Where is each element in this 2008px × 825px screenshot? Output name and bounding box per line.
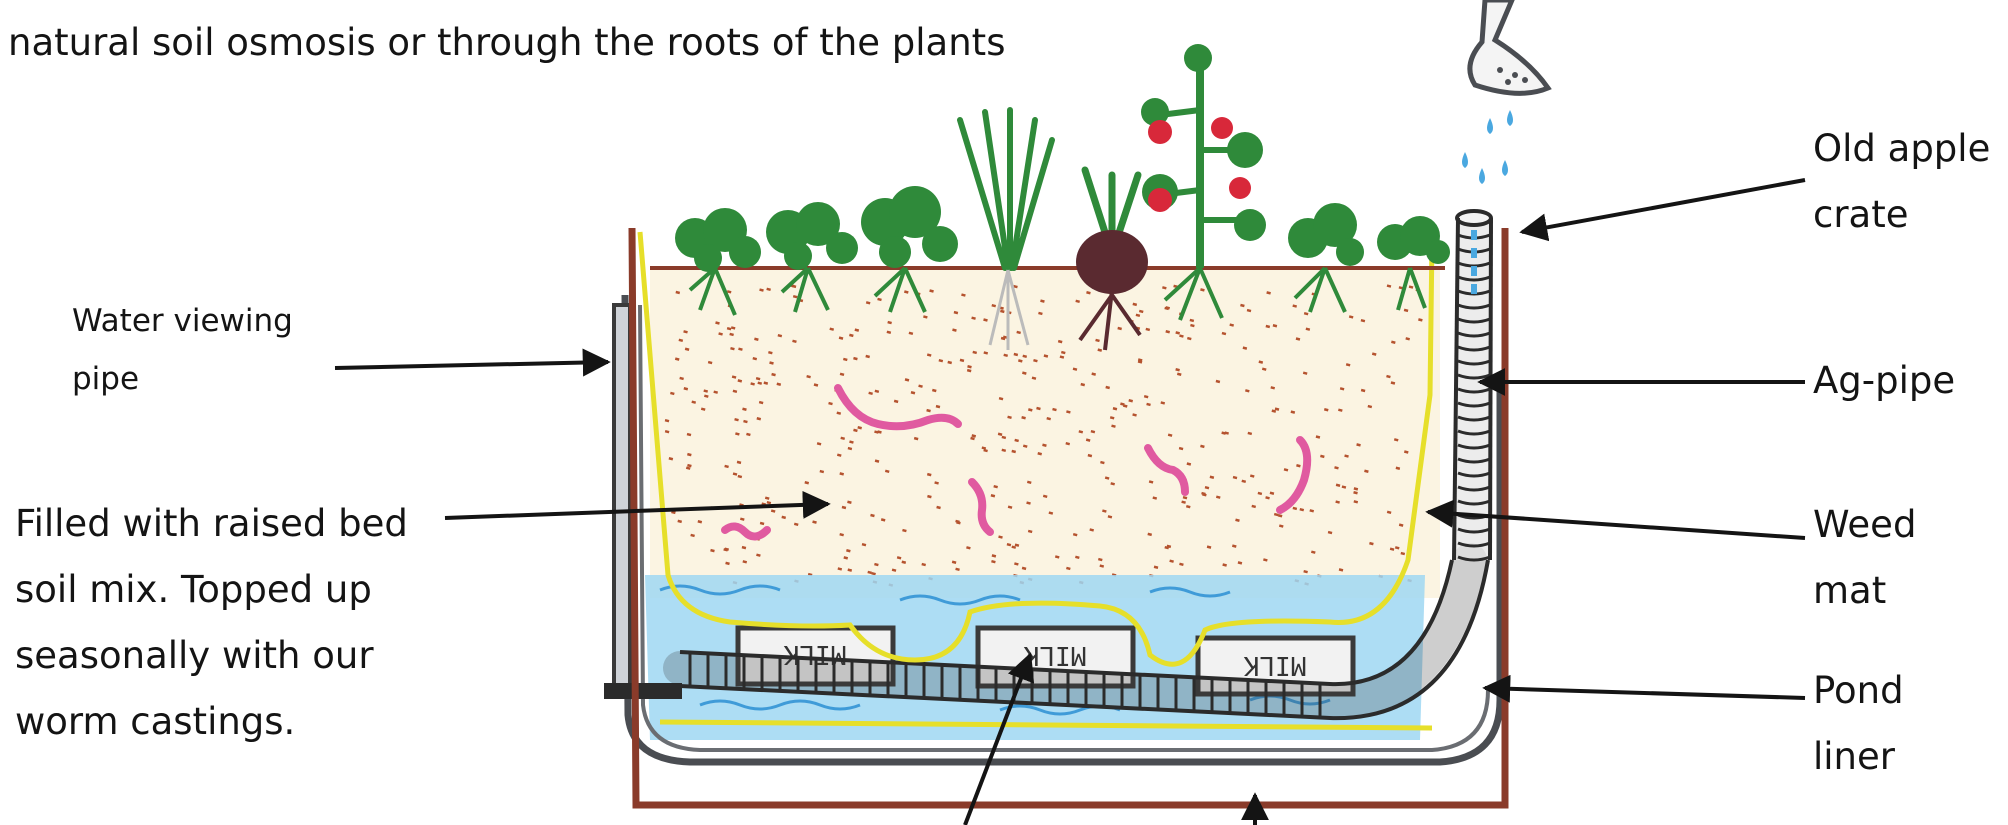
tomato [1229, 177, 1251, 199]
watering-can-icon [1470, 0, 1548, 93]
arrow-old-apple-crate [1522, 180, 1805, 232]
label-old-apple-crate-line1: Old apple [1813, 116, 1990, 182]
caption-top: natural soil osmosis or through the root… [8, 10, 1005, 76]
milk-crate-label: MILK [1243, 650, 1306, 680]
label-pond-liner-line1: Pond [1813, 658, 1904, 724]
label-ag-pipe: Ag-pipe [1813, 348, 1955, 414]
label-water-viewing-pipe-line1: Water viewing [72, 292, 293, 350]
label-soil-mix-line2: soil mix. Topped up [15, 557, 372, 623]
milk-crate-label: MILK [1023, 640, 1086, 670]
label-old-apple-crate-line2: crate [1813, 182, 1909, 248]
label-soil-mix-line3: seasonally with our [15, 623, 374, 689]
arrow-pond-liner [1485, 688, 1805, 698]
label-soil-mix-line4: worm castings. [15, 689, 295, 755]
label-weed-mat-line2: mat [1813, 558, 1886, 624]
soil-fill [650, 268, 1440, 598]
ag-pipe-vertical [1454, 211, 1491, 560]
label-weed-mat-line1: Weed [1813, 492, 1916, 558]
arrow-water-viewing-pipe [335, 362, 608, 368]
label-pond-liner-line2: liner [1813, 724, 1895, 790]
label-soil-mix-line1: Filled with raised bed [15, 491, 408, 557]
label-water-viewing-pipe-line2: pipe [72, 350, 139, 408]
tomato [1148, 188, 1172, 212]
tomato [1148, 120, 1172, 144]
water-drops [1462, 110, 1513, 184]
tomato [1211, 117, 1233, 139]
